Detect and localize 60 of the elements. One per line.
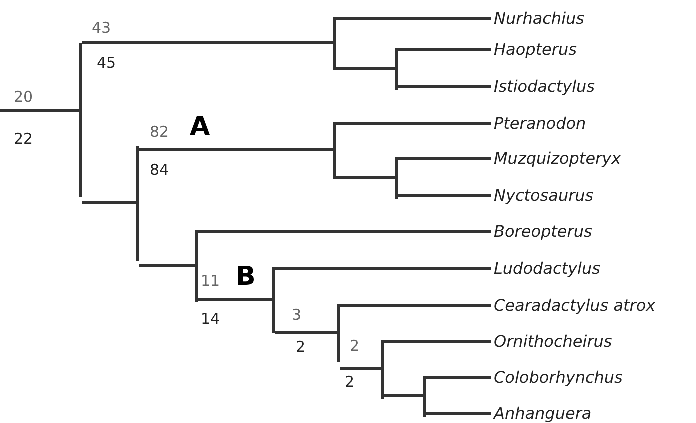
support-value: 11 [201, 272, 220, 290]
branch-line [275, 268, 491, 270]
taxon-name: Haopterus [494, 40, 577, 60]
branch-line [336, 18, 491, 20]
branch-line [139, 264, 195, 267]
support-value: 14 [201, 310, 220, 328]
branch-line [0, 110, 79, 112]
taxon-name: Nurhachius [494, 9, 584, 29]
clade-bar [395, 156, 398, 198]
support-value: 20 [14, 88, 34, 106]
taxon-name: Muzquizopteryx [494, 149, 622, 169]
clade-bar [79, 42, 82, 196]
taxon-name: Coloborhynchus [494, 368, 623, 388]
support-value: 2 [296, 338, 306, 356]
branch-line [82, 42, 333, 44]
clade-bar [272, 266, 275, 332]
branch-line [398, 158, 491, 160]
branch-line [384, 340, 491, 344]
branch-line [139, 148, 333, 152]
clade-letter: A [190, 113, 210, 141]
clade-bar [395, 48, 398, 90]
taxon-name: Ornithocheirus [494, 332, 612, 352]
support-value: 3 [292, 306, 302, 324]
clade-letter: B [236, 263, 256, 291]
support-value: 45 [97, 54, 116, 72]
support-value: 84 [150, 161, 170, 179]
branch-line [340, 368, 381, 370]
branch-line [398, 86, 491, 88]
branch-line [398, 194, 491, 198]
taxon-name: Ludodactylus [494, 259, 600, 279]
clade-bar [333, 122, 336, 178]
clade-bar [337, 304, 340, 362]
branch-line [275, 331, 337, 334]
clade-bar [381, 340, 384, 398]
support-value: 2 [345, 373, 355, 391]
taxon-name: Cearadactylus atrox [494, 296, 656, 316]
support-value: 22 [14, 130, 34, 148]
support-value: 2 [350, 337, 360, 355]
branch-line [198, 298, 272, 301]
taxon-name: Nyctosaurus [494, 186, 594, 206]
branch-line [340, 304, 491, 308]
branch-line [198, 230, 491, 234]
branch-line [82, 202, 136, 204]
branch-line [384, 394, 423, 398]
taxon-name: Istiodactylus [494, 77, 595, 97]
support-value: 43 [92, 19, 112, 37]
clade-bar [423, 376, 426, 416]
taxon-name: Boreopterus [494, 222, 592, 242]
branch-line [336, 176, 395, 179]
clade-bar [333, 16, 336, 70]
branch-line [336, 67, 395, 70]
support-value: 82 [150, 123, 170, 141]
branch-line [426, 376, 491, 380]
taxon-name: Anhanguera [494, 404, 592, 423]
taxon-name: Pteranodon [494, 114, 586, 134]
branch-line [398, 48, 491, 52]
clade-bar [195, 230, 198, 302]
clade-bar [136, 146, 139, 260]
branch-line [426, 412, 491, 416]
branch-line [336, 122, 491, 126]
